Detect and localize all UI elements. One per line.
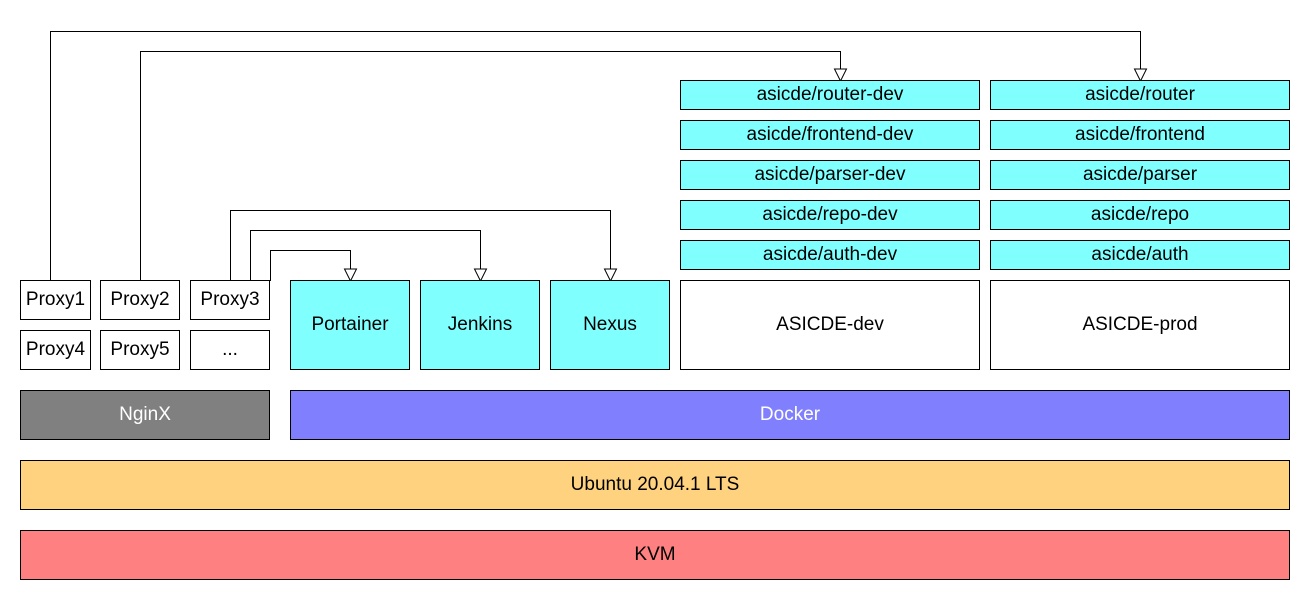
connection-proxy3-to-portainer	[270, 250, 351, 281]
layer-nginx: NginX	[20, 390, 270, 440]
service-jenkins: Jenkins	[420, 280, 540, 370]
arrowhead-portainer	[343, 268, 358, 283]
service-nexus: Nexus	[550, 280, 670, 370]
arrowhead-router-dev	[833, 68, 848, 83]
proxy-box-5: Proxy5	[100, 330, 180, 370]
service-portainer: Portainer	[290, 280, 410, 370]
container-parser: asicde/parser	[990, 160, 1290, 190]
proxy-box-3: Proxy3	[190, 280, 270, 320]
container-auth-dev: asicde/auth-dev	[680, 240, 980, 270]
connection-proxy1-to-router	[50, 31, 1141, 281]
arrowhead-jenkins	[473, 268, 488, 283]
container-repo: asicde/repo	[990, 200, 1290, 230]
proxy-box-2: Proxy2	[100, 280, 180, 320]
container-auth: asicde/auth	[990, 240, 1290, 270]
container-frontend-dev: asicde/frontend-dev	[680, 120, 980, 150]
proxy-box-1: Proxy1	[20, 280, 91, 320]
connection-proxy3-to-nexus	[230, 210, 611, 281]
container-router-dev: asicde/router-dev	[680, 80, 980, 110]
container-frontend: asicde/frontend	[990, 120, 1290, 150]
container-repo-dev: asicde/repo-dev	[680, 200, 980, 230]
layer-docker: Docker	[290, 390, 1290, 440]
proxy-box-4: Proxy4	[20, 330, 91, 370]
arrowhead-router	[1133, 68, 1148, 83]
container-parser-dev: asicde/parser-dev	[680, 160, 980, 190]
environment-asicde-dev: ASICDE-dev	[680, 280, 980, 370]
layer-ubuntu: Ubuntu 20.04.1 LTS	[20, 460, 1290, 510]
container-router: asicde/router	[990, 80, 1290, 110]
connection-proxy2-to-router-dev	[140, 51, 841, 281]
proxy-box-more: ...	[190, 330, 270, 370]
arrowhead-nexus	[603, 268, 618, 283]
connection-proxy3-to-jenkins	[250, 230, 481, 281]
layer-kvm: KVM	[20, 530, 1290, 580]
environment-asicde-prod: ASICDE-prod	[990, 280, 1290, 370]
